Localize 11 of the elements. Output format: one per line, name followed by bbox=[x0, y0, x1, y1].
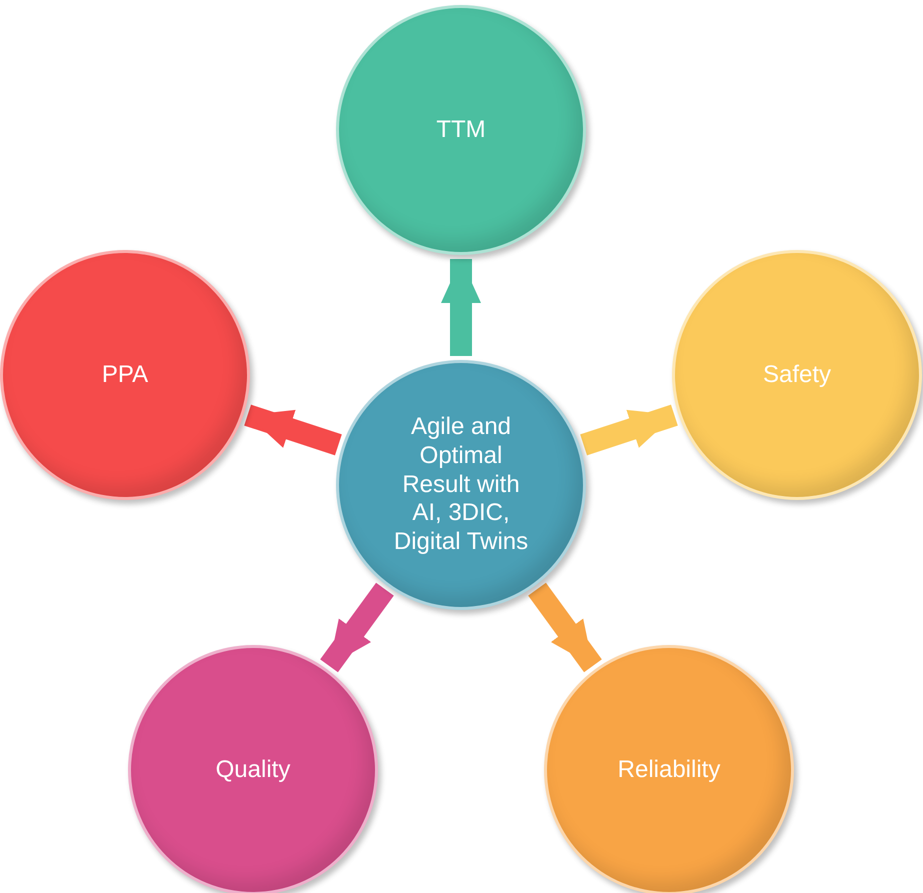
node-label: TTM bbox=[436, 116, 486, 144]
block-arrow bbox=[528, 582, 602, 672]
node-label: Agile and Optimal Result with AI, 3DIC, Digital Twins bbox=[392, 413, 530, 557]
block-arrow bbox=[441, 259, 481, 356]
node-label: Quality bbox=[216, 756, 290, 784]
node-label: Safety bbox=[762, 360, 832, 390]
block-arrow bbox=[244, 404, 342, 456]
block-arrow bbox=[580, 404, 678, 456]
block-arrow bbox=[320, 582, 394, 672]
node-label: Reliability bbox=[618, 756, 720, 784]
node-label: PPA bbox=[102, 360, 148, 390]
